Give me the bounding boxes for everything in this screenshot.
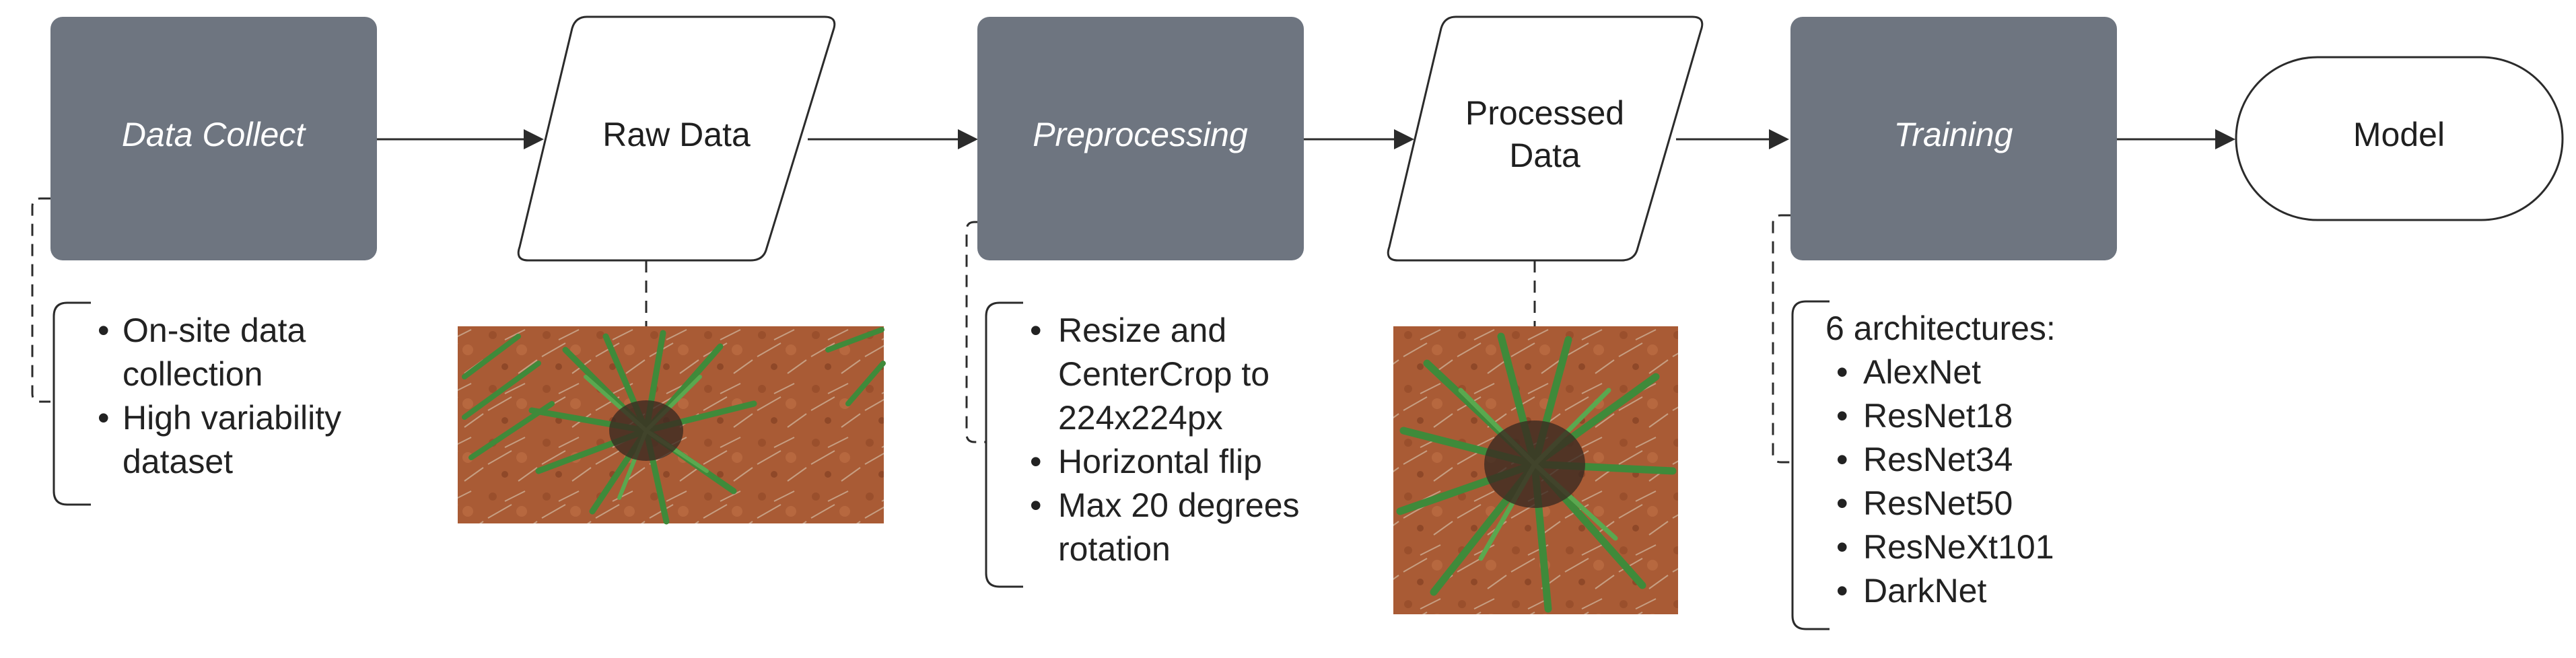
bullet-line: AlexNet: [1863, 353, 1981, 391]
bullet-line: High variability: [123, 399, 341, 437]
training-note-bracket: [1791, 300, 1830, 630]
process-box: [1790, 17, 2117, 260]
bullet: •: [98, 312, 110, 349]
node-training: Training: [1790, 17, 2117, 260]
training-note: 6 architectures: • AlexNet • ResNet18 • …: [1825, 309, 2056, 610]
bullet: •: [1836, 353, 1848, 391]
node-label: Data Collect: [122, 116, 306, 153]
node-data-collect: Data Collect: [50, 17, 377, 260]
bullet-line: ResNet34: [1863, 441, 2013, 478]
bullet-line: Max 20 degrees: [1058, 486, 1300, 524]
bullet-line: Horizontal flip: [1058, 443, 1262, 480]
data-shape: [517, 15, 836, 262]
list-item: • DarkNet: [1836, 572, 1986, 610]
bullet: •: [1836, 528, 1848, 566]
data-shape: [1387, 15, 1704, 262]
process-box: [50, 17, 377, 260]
list-item: • ResNet18: [1836, 397, 2013, 435]
bullet: •: [1030, 486, 1042, 524]
bullet-line: ResNet50: [1863, 484, 2013, 522]
list-item: • ResNeXt101: [1836, 528, 2054, 566]
bullet-line: dataset: [123, 443, 233, 480]
node-label: Raw Data: [602, 116, 751, 153]
bullet-line: collection: [123, 355, 263, 393]
list-item: • ResNet34: [1836, 441, 2013, 478]
list-item: • Resize and CenterCrop to 224x224px: [1030, 312, 1269, 437]
bullet: •: [1030, 443, 1042, 480]
bullet: •: [1030, 312, 1042, 349]
image-connectors: [645, 260, 1536, 326]
process-box: [977, 17, 1304, 260]
preprocessing-note-bracket: [985, 301, 1023, 588]
bullet-line: On-site data: [123, 312, 306, 349]
node-label: Model: [2353, 116, 2445, 153]
node-raw-data: Raw Data: [517, 15, 836, 262]
node-label-line1: Processed: [1465, 94, 1624, 132]
node-label: Preprocessing: [1033, 116, 1248, 153]
bullet: •: [1836, 572, 1848, 610]
bullet-line: ResNeXt101: [1863, 528, 2054, 566]
terminator-shape: [2235, 56, 2564, 221]
training-dashed-bracket: [1772, 214, 1790, 464]
list-item: • Horizontal flip: [1030, 443, 1262, 480]
data-collect-dashed-bracket: [31, 197, 50, 403]
note-header: 6 architectures:: [1825, 309, 2056, 347]
data-collect-note-bracket: [53, 301, 91, 506]
bullet-line: Resize and: [1058, 312, 1226, 349]
bullet: •: [1836, 397, 1848, 435]
preprocessing-note: • Resize and CenterCrop to 224x224px • H…: [1030, 312, 1300, 568]
list-item: • Max 20 degrees rotation: [1030, 486, 1300, 568]
node-processed-data: Processed Data: [1387, 15, 1704, 262]
bullet-line: CenterCrop to: [1058, 355, 1269, 393]
data-collect-note: • On-site data collection • High variabi…: [98, 312, 341, 480]
node-preprocessing: Preprocessing: [977, 17, 1304, 260]
processed-data-photo: [1393, 326, 1678, 614]
bullet: •: [1836, 484, 1848, 522]
bullet: •: [98, 399, 110, 437]
preprocessing-dashed-bracket: [965, 221, 986, 443]
bullet-line: ResNet18: [1863, 397, 2013, 435]
bullet-line: rotation: [1058, 530, 1171, 568]
bullet: •: [1836, 441, 1848, 478]
list-item: • On-site data collection: [98, 312, 306, 393]
bullet-line: 224x224px: [1058, 399, 1223, 437]
node-label-line2: Data: [1509, 137, 1580, 174]
note-brackets: [31, 197, 1830, 630]
list-item: • ResNet50: [1836, 484, 2013, 522]
bullet-line: DarkNet: [1863, 572, 1986, 610]
node-label: Training: [1894, 116, 2013, 153]
node-model: Model: [2235, 56, 2564, 221]
raw-data-photo: [458, 326, 886, 525]
list-item: • AlexNet: [1836, 353, 1981, 391]
list-item: • High variability dataset: [98, 399, 341, 480]
